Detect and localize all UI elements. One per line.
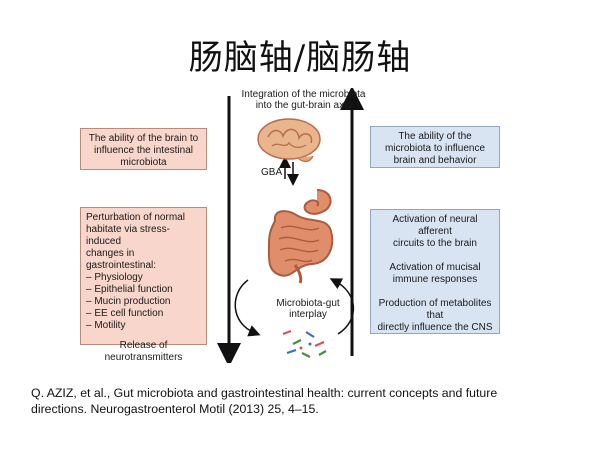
left-bottom-line-4: – Physiology: [86, 272, 143, 283]
microbiota-gut-line-2: interplay: [289, 309, 327, 320]
center-title-line-2: into the gut-brain axis: [255, 100, 352, 111]
left-bottom-line-1: Perturbation of normal: [86, 212, 185, 223]
circular-left-arrow: [234, 279, 261, 337]
right-bottom-line-3: Activation of mucisal: [389, 262, 481, 273]
right-bottom-line-1: Activation of neural afferent: [392, 214, 478, 237]
microbiota-gut-line-1: Microbiota-gut: [276, 298, 340, 309]
left-bottom-line-3: changes in gastrointestinal:: [86, 248, 157, 271]
citation-line-1: Q. AZIZ, et al., Gut microbiota and gast…: [31, 386, 498, 400]
citation-line-2: directions. Neurogastroenterol Motil (20…: [31, 402, 319, 416]
circular-right-arrow: [329, 278, 355, 335]
left-top-box: The ability of the brain to influence th…: [80, 128, 207, 170]
right-bottom-line-5: Production of metabolites that: [378, 298, 492, 321]
left-bottom-line-8: – Motility: [86, 320, 126, 331]
axis-arrows: [217, 88, 364, 363]
right-top-box: The ability of the microbiota to influen…: [370, 126, 500, 168]
right-bottom-box: Activation of neural afferent circuits t…: [370, 209, 500, 334]
left-bottom-box: Perturbation of normal habitate via stre…: [80, 207, 207, 363]
right-bottom-line-4: immune responses: [392, 274, 478, 285]
left-release-line-2: neurotransmitters: [104, 352, 183, 363]
bacteria-icon: [282, 329, 327, 358]
brain-icon: [257, 118, 321, 163]
right-bottom-line-2: circuits to the brain: [393, 238, 477, 249]
microbiota-gut-label: Microbiota-gut interplay: [263, 298, 353, 320]
left-bottom-line-6: – Mucin production: [86, 296, 171, 307]
left-release-line-1: Release of: [119, 340, 168, 351]
right-top-line-1: The ability of the: [398, 131, 472, 142]
right-top-line-3: brain and behavior: [393, 155, 477, 166]
right-bottom-line-6: directly influence the CNS: [377, 322, 493, 333]
left-top-line-3: microbiota: [120, 157, 167, 168]
left-bottom-line-2: habitate via stress-induced: [86, 224, 170, 247]
slide-title: 肠脑轴/脑肠轴: [188, 38, 412, 78]
left-bottom-line-7: – EE cell function: [86, 308, 164, 319]
citation: Q. AZIZ, et al., Gut microbiota and gast…: [31, 385, 571, 417]
left-top-line-1: The ability of the brain to: [88, 133, 199, 144]
intestine-icon: [267, 189, 334, 284]
right-top-line-2: microbiota to influence: [384, 143, 486, 154]
left-bottom-line-5: – Epithelial function: [86, 284, 173, 295]
left-top-line-2: influence the intestinal: [94, 145, 193, 156]
gba-label: GBA: [261, 167, 283, 178]
figure-center-title: Integration of the microbiota into the g…: [211, 89, 396, 111]
gut-brain-axis-figure: Integration of the microbiota into the g…: [80, 88, 530, 363]
center-title-line-1: Integration of the microbiota: [241, 89, 366, 100]
